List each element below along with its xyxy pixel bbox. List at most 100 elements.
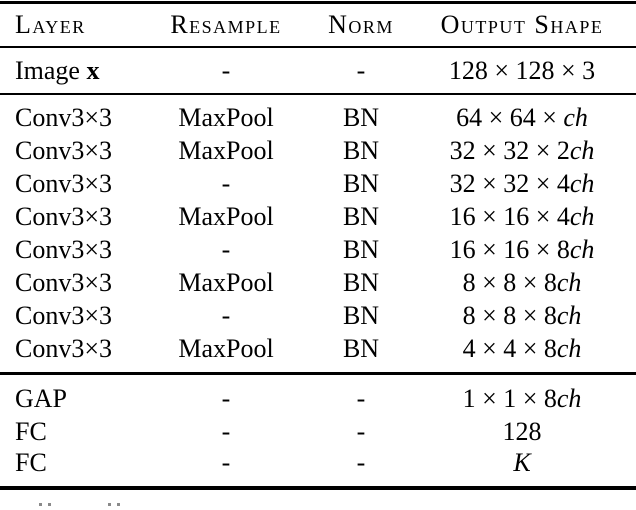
text-segment: Conv3×3 (15, 300, 113, 330)
table-row: Conv3×3 - BN 32 × 32 × 4ch (0, 167, 636, 200)
cell-resample: - (150, 167, 302, 200)
cell-resample: - (150, 446, 302, 479)
text-segment: 16 × 16 × 8 (449, 234, 570, 264)
cell-layer: Conv3×3 (15, 299, 150, 332)
text-segment: ch (563, 102, 588, 132)
cell-output-shape: 4 × 4 × 8ch (420, 332, 624, 365)
table-header-row: Layer Resample Norm Output Shape (0, 4, 636, 46)
text-segment: - (356, 447, 366, 477)
cell-norm: BN (302, 200, 420, 233)
cell-resample: - (150, 415, 302, 448)
table-header-rule (0, 45, 636, 48)
text-segment: ch (556, 383, 582, 413)
cell-output-shape: 128 (420, 415, 624, 448)
cell-resample: MaxPool (150, 200, 302, 233)
text-segment: Conv3×3 (15, 333, 113, 363)
cell-norm: - (302, 382, 420, 415)
cell-norm: BN (302, 167, 420, 200)
table-row: FC - - 128 (0, 415, 636, 448)
text-segment: 128 (502, 416, 542, 446)
text-segment: - (356, 56, 366, 85)
cell-norm: - (302, 446, 420, 479)
cell-resample: MaxPool (150, 266, 302, 299)
cell-norm: BN (302, 233, 420, 266)
text-segment: - (356, 383, 366, 413)
cell-layer: FC (15, 415, 150, 448)
cropped-text-fragment (47, 503, 51, 506)
text-segment: K (513, 447, 531, 477)
text-segment: Conv3×3 (15, 234, 113, 264)
text-segment: Layer (15, 9, 86, 39)
cell-resample: - (150, 54, 302, 87)
text-segment: x (86, 56, 100, 85)
text-segment: Conv3×3 (15, 168, 113, 198)
text-segment: BN (342, 333, 380, 363)
table-row: GAP--1 × 1 × 8ch (0, 382, 636, 415)
text-segment: 128 × 128 × 3 (448, 56, 596, 85)
text-segment: Conv3×3 (15, 267, 113, 297)
text-segment: Image (15, 56, 87, 85)
text-segment: - (221, 447, 231, 477)
cell-norm: - (302, 54, 420, 87)
text-segment: 32 × 32 × 2 (449, 135, 570, 165)
text-segment: ch (556, 267, 582, 297)
text-segment: BN (342, 168, 380, 198)
cell-norm: BN (302, 299, 420, 332)
text-segment: 64 × 64 × (456, 102, 564, 132)
cell-output-shape: 32 × 32 × 4ch (420, 167, 624, 200)
cell-layer: Conv3×3 (15, 200, 150, 233)
text-segment: MaxPool (178, 135, 274, 165)
cell-norm: BN (302, 266, 420, 299)
cell-layer: Conv3×3 (15, 167, 150, 200)
text-segment: FC (15, 416, 47, 446)
text-segment: 16 × 16 × 4 (449, 201, 570, 231)
cell-resample: MaxPool (150, 101, 302, 134)
text-segment: BN (342, 201, 380, 231)
cell-layer: Conv3×3 (15, 134, 150, 167)
cell-output-shape: 16 × 16 × 8ch (420, 233, 624, 266)
text-segment: BN (342, 300, 380, 330)
cell-layer: GAP (15, 382, 150, 415)
cell-output-shape: 64 × 64 × ch (420, 101, 624, 134)
text-segment: 4 × 4 × 8 (462, 333, 557, 363)
text-segment: ch (569, 201, 595, 231)
text-segment: - (221, 234, 231, 264)
text-segment: - (356, 416, 366, 446)
cell-norm: - (302, 415, 420, 448)
text-segment: Conv3×3 (15, 102, 113, 132)
cell-output-shape: 16 × 16 × 4ch (420, 200, 624, 233)
cropped-text-fragment (108, 503, 111, 506)
text-segment: Conv3×3 (15, 135, 113, 165)
cell-layer: FC (15, 446, 150, 479)
text-segment: ch (556, 333, 582, 363)
header-output-shape: Output Shape (420, 4, 624, 46)
cell-resample: - (150, 382, 302, 415)
text-segment: - (221, 383, 231, 413)
text-segment: BN (342, 267, 380, 297)
text-segment: GAP (15, 383, 68, 413)
text-segment: - (221, 416, 231, 446)
header-resample: Resample (150, 4, 302, 46)
text-segment: 32 × 32 × 4 (449, 168, 570, 198)
header-layer: Layer (15, 4, 150, 46)
header-norm: Norm (302, 4, 420, 46)
table-input-group-rule (0, 92, 636, 95)
cell-norm: BN (302, 101, 420, 134)
cell-output-shape: 128 × 128 × 3 (420, 54, 624, 87)
cell-output-shape: 32 × 32 × 2ch (420, 134, 624, 167)
cell-layer: Image x (15, 54, 150, 87)
cell-resample: MaxPool (150, 134, 302, 167)
text-segment: Resample (170, 9, 282, 39)
text-segment: MaxPool (178, 201, 274, 231)
table-top-rule (0, 1, 636, 4)
cell-resample: - (150, 233, 302, 266)
cell-resample: - (150, 299, 302, 332)
table-bottom-rule (0, 486, 636, 490)
text-segment: FC (15, 447, 47, 477)
text-segment: Norm (328, 9, 394, 39)
text-segment: - (221, 168, 231, 198)
text-segment: MaxPool (178, 333, 274, 363)
